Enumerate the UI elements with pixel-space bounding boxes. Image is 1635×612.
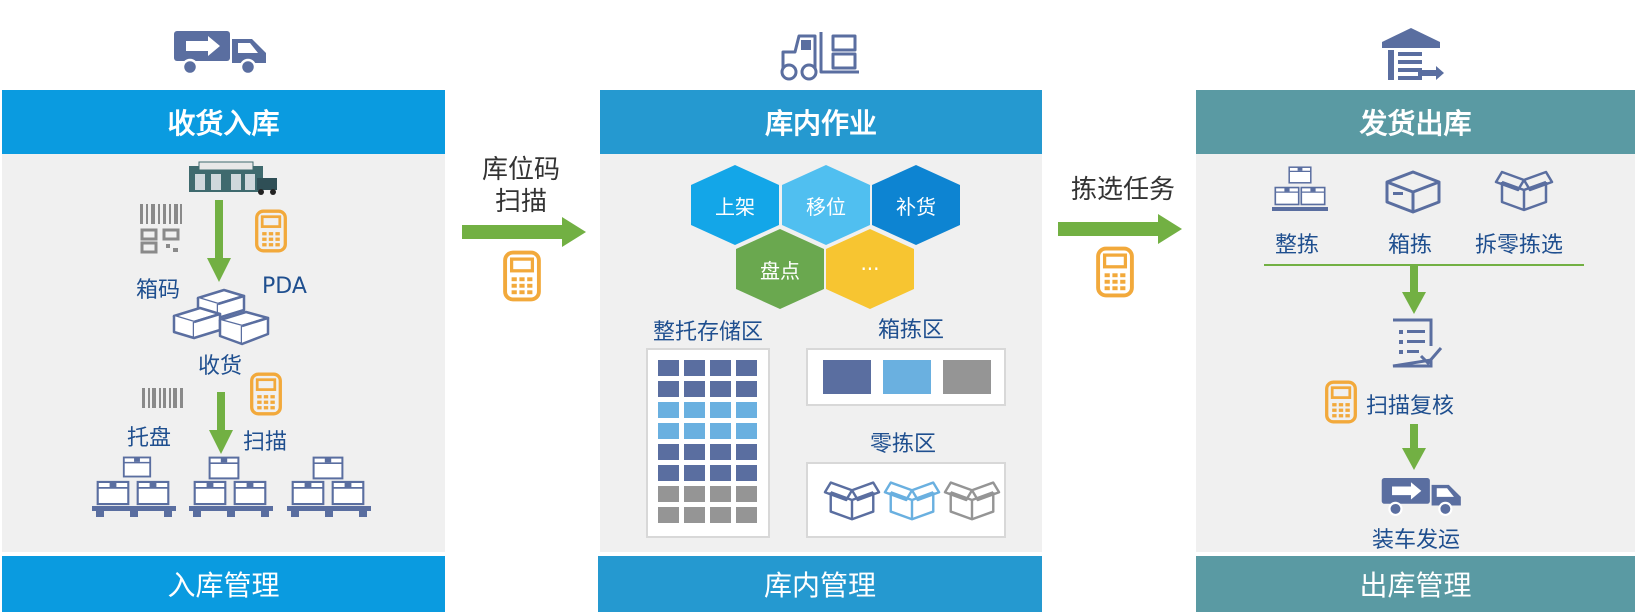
rack-slot [658,444,679,460]
pda-icon [502,250,542,302]
pallet-icon [287,456,371,518]
qr-code-icon [140,204,184,254]
pick-task-label: 拣选任务 [1070,175,1175,205]
rack-slot [736,402,757,418]
location-scan-label: 库位码 扫描 [481,155,560,217]
rack-slot [710,465,731,481]
rack-slot [736,444,757,460]
case-pick-zone-label: 箱拣区 [878,318,945,343]
full-pallet-rack [646,348,770,538]
rack-slot [658,507,679,523]
down-arrow [1401,266,1427,314]
pda-label: PDA [262,274,307,299]
outbound-header: 发货出库 [1196,90,1635,154]
piece-pick-zone [806,462,1006,538]
rack-slot [658,360,679,376]
receive-label: 收货 [198,354,243,379]
right-arrow [462,217,586,247]
rack-slot [658,486,679,502]
rack-slot [710,423,731,439]
hex-move: 移位 [782,165,870,245]
whole-pick-label: 整拣 [1275,233,1320,258]
rack-slot [736,486,757,502]
open-box-icon [823,476,881,522]
rack-slot [710,381,731,397]
rack-slot [684,486,705,502]
scan-check-label: 扫描复核 [1366,394,1455,419]
open-box-icon [883,476,941,522]
down-arrow [1401,424,1427,470]
rack-slot [684,444,705,460]
down-arrow [208,392,234,454]
rack-slot [710,486,731,502]
forklift-icon [773,30,859,82]
scan-label: 扫描 [243,430,288,455]
rack-slot [658,465,679,481]
warehouse-icon [185,158,285,196]
case-slot [883,360,931,394]
warehouse-outbound-icon [1378,26,1444,82]
truck-icon [172,27,272,77]
checklist-icon [1387,316,1443,370]
inbound-header: 收货入库 [2,90,445,154]
rack-slot [658,381,679,397]
outbound-footer: 出库管理 [1196,556,1635,612]
pda-icon [1323,380,1359,424]
pda-icon [1095,246,1135,298]
right-arrow [1058,214,1182,244]
rack-slot [684,381,705,397]
rack-slot [736,360,757,376]
whole-pick-icon [1270,166,1330,216]
case-box-icon [1383,168,1443,214]
piece-pick-zone-label: 零拣区 [870,432,937,457]
merge-line [1264,264,1584,266]
hex-putaway: 上架 [691,165,779,245]
pda-icon [253,209,289,253]
inbound-footer: 入库管理 [2,556,445,612]
rack-slot [684,423,705,439]
split-pick-label: 拆零拣选 [1475,233,1564,258]
hex-more: ··· [826,229,914,309]
rack-slot [710,402,731,418]
pda-icon [248,372,284,416]
box-code-label: 箱码 [136,278,181,303]
open-box-icon [1494,166,1554,212]
down-arrow [206,200,232,282]
hex-replenish: 补货 [872,165,960,245]
rack-slot [736,381,757,397]
rack-slot [684,465,705,481]
rack-slot [710,444,731,460]
rack-slot [658,402,679,418]
rack-slot [658,423,679,439]
open-box-icon [943,476,1001,522]
case-pick-zone [806,348,1006,406]
full-pallet-zone-label: 整托存储区 [653,320,764,345]
rack-slot [684,402,705,418]
pallet-icon [189,456,273,518]
rack-slot [736,423,757,439]
hex-stocktake: 盘点 [736,229,824,309]
case-slot [943,360,991,394]
internal-footer: 库内管理 [598,556,1042,612]
rack-slot [710,507,731,523]
rack-slot [710,360,731,376]
case-pick-label: 箱拣 [1388,233,1433,258]
rack-slot [736,507,757,523]
rack-slot [684,507,705,523]
delivery-truck-icon [1380,474,1466,518]
ship-label: 装车发运 [1372,528,1461,553]
box-stack-icon [170,286,276,348]
barcode-icon [142,388,184,408]
rack-slot [684,360,705,376]
case-slot [823,360,871,394]
rack-slot [736,465,757,481]
pallet-icon [92,456,176,518]
internal-header: 库内作业 [600,90,1042,154]
